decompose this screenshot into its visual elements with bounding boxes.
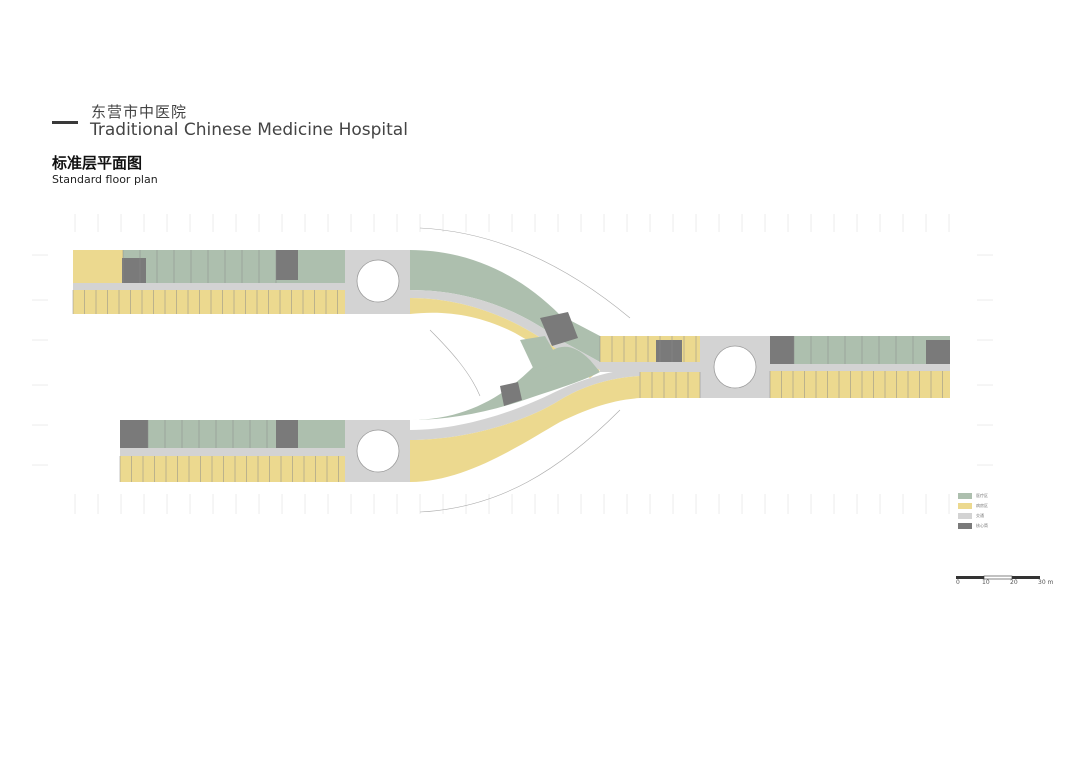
legend-item-ward: 病房区 bbox=[958, 501, 988, 510]
legend-item-circulation: 交通 bbox=[958, 511, 988, 520]
legend-item-core: 核心筒 bbox=[958, 521, 988, 530]
scale-label-30: 30 m bbox=[1038, 579, 1054, 586]
atrium-right bbox=[700, 336, 770, 398]
plan-title-en: Standard floor plan bbox=[52, 173, 158, 186]
header-dash bbox=[52, 121, 78, 124]
scale-bar bbox=[956, 575, 1040, 580]
room-partitions bbox=[72, 250, 943, 482]
scale-label-0: 0 bbox=[956, 579, 960, 586]
stair-core bbox=[276, 420, 298, 450]
scale-label-20: 20 bbox=[1010, 579, 1018, 586]
wing-top-left bbox=[73, 250, 345, 314]
atrium-left-top bbox=[345, 250, 410, 314]
medical-zone bbox=[120, 420, 345, 453]
corridor bbox=[73, 283, 345, 290]
stair-core bbox=[120, 420, 148, 448]
legend: 医疗区 病房区 交通 核心筒 bbox=[958, 491, 988, 531]
legend-item-medical: 医疗区 bbox=[958, 491, 988, 500]
corridor bbox=[120, 448, 345, 456]
ward-zone bbox=[73, 290, 345, 314]
stair-core bbox=[276, 250, 298, 280]
atrium-left-bottom bbox=[345, 420, 410, 482]
dimension-arcs bbox=[419, 227, 631, 513]
axis-grid bbox=[32, 214, 993, 514]
scale-label-10: 10 bbox=[982, 579, 990, 586]
ward-zone bbox=[120, 456, 345, 482]
stair-core bbox=[122, 258, 146, 283]
plan-title-cn: 标准层平面图 bbox=[52, 154, 143, 172]
hospital-name-en: Traditional Chinese Medicine Hospital bbox=[90, 120, 408, 140]
wing-bottom-left bbox=[120, 420, 345, 482]
hospital-name-cn: 东营市中医院 bbox=[91, 103, 188, 121]
middle-link bbox=[600, 336, 700, 398]
medical-zone bbox=[123, 250, 345, 283]
wing-right bbox=[770, 336, 950, 398]
curved-branch-bottom bbox=[410, 336, 640, 482]
ward-zone bbox=[73, 250, 123, 283]
